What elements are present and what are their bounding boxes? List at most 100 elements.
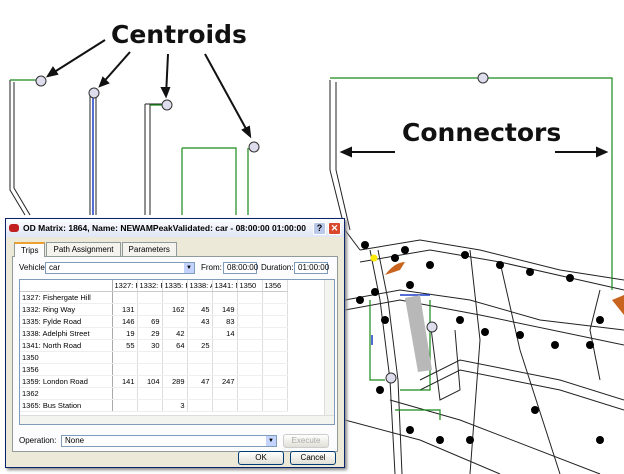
column-header[interactable]: 1350	[237, 280, 263, 292]
matrix-cell[interactable]: 289	[162, 375, 188, 388]
row-header[interactable]: 1327: Fishergate Hill	[20, 291, 113, 304]
matrix-cell[interactable]	[262, 399, 288, 412]
matrix-cell[interactable]: 141	[112, 375, 138, 388]
matrix-cell[interactable]	[237, 291, 263, 304]
matrix-cell[interactable]: 45	[187, 303, 213, 316]
vehicle-select[interactable]: car▼	[45, 261, 195, 274]
title-bar[interactable]: OD Matrix: 1864, Name: NEWAMPeakValidate…	[6, 219, 344, 237]
matrix-cell[interactable]	[187, 351, 213, 364]
matrix-cell[interactable]: 29	[137, 327, 163, 340]
matrix-cell[interactable]	[212, 339, 238, 352]
matrix-cell[interactable]	[237, 363, 263, 376]
matrix-cell[interactable]	[237, 339, 263, 352]
matrix-cell[interactable]	[137, 399, 163, 412]
from-field[interactable]: 08:00:00	[223, 261, 258, 274]
matrix-cell[interactable]	[137, 387, 163, 400]
matrix-cell[interactable]	[137, 291, 163, 304]
row-header[interactable]: 1332: Ring Way	[20, 303, 113, 316]
matrix-cell[interactable]	[112, 291, 138, 304]
matrix-cell[interactable]	[212, 363, 238, 376]
matrix-cell[interactable]	[237, 303, 263, 316]
ok-button[interactable]: OK	[238, 451, 284, 465]
matrix-cell[interactable]	[112, 363, 138, 376]
matrix-cell[interactable]	[237, 327, 263, 340]
matrix-cell[interactable]	[187, 399, 213, 412]
matrix-cell[interactable]	[162, 387, 188, 400]
help-button[interactable]: ?	[313, 221, 326, 235]
row-header[interactable]: 1338: Adelphi Street	[20, 327, 113, 340]
row-header[interactable]: 1350	[20, 351, 113, 364]
matrix-cell[interactable]	[262, 315, 288, 328]
matrix-cell[interactable]	[212, 291, 238, 304]
matrix-cell[interactable]: 146	[112, 315, 138, 328]
matrix-cell[interactable]	[187, 363, 213, 376]
tab-parameters[interactable]: Parameters	[121, 242, 177, 256]
matrix-cell[interactable]	[162, 351, 188, 364]
matrix-cell[interactable]	[262, 327, 288, 340]
matrix-cell[interactable]	[262, 375, 288, 388]
matrix-cell[interactable]: 19	[112, 327, 138, 340]
vertical-scrollbar[interactable]	[324, 280, 334, 415]
matrix-cell[interactable]	[137, 303, 163, 316]
matrix-cell[interactable]	[237, 375, 263, 388]
matrix-cell[interactable]: 69	[137, 315, 163, 328]
horizontal-scrollbar[interactable]	[20, 415, 334, 424]
matrix-cell[interactable]	[262, 351, 288, 364]
matrix-cell[interactable]	[262, 291, 288, 304]
duration-field[interactable]: 01:00:00	[294, 261, 329, 274]
row-header[interactable]: 1362	[20, 387, 113, 400]
matrix-cell[interactable]: 42	[162, 327, 188, 340]
matrix-cell[interactable]	[112, 351, 138, 364]
matrix-cell[interactable]	[212, 351, 238, 364]
matrix-cell[interactable]	[162, 363, 188, 376]
row-header[interactable]: 1365: Bus Station	[20, 399, 113, 412]
od-matrix-grid[interactable]: 1327: Fis1332: Rir1335: Fyl1338: Ad1341:…	[19, 279, 335, 425]
cancel-button[interactable]: Cancel	[290, 451, 336, 465]
matrix-cell[interactable]	[137, 351, 163, 364]
matrix-cell[interactable]	[237, 351, 263, 364]
matrix-cell[interactable]	[187, 291, 213, 304]
column-header[interactable]: 1338: Ad	[187, 280, 213, 292]
row-header[interactable]: 1359: London Road	[20, 375, 113, 388]
matrix-cell[interactable]	[212, 387, 238, 400]
tab-trips[interactable]: Trips	[14, 242, 46, 257]
matrix-cell[interactable]	[237, 387, 263, 400]
matrix-cell[interactable]: 25	[187, 339, 213, 352]
matrix-cell[interactable]: 47	[187, 375, 213, 388]
column-header[interactable]: 1332: Rir	[137, 280, 163, 292]
matrix-cell[interactable]	[262, 303, 288, 316]
matrix-cell[interactable]: 131	[112, 303, 138, 316]
column-header[interactable]: 1335: Fyl	[162, 280, 188, 292]
matrix-cell[interactable]: 55	[112, 339, 138, 352]
row-header[interactable]: 1356	[20, 363, 113, 376]
close-button[interactable]: ✕	[328, 221, 341, 235]
matrix-cell[interactable]: 43	[187, 315, 213, 328]
matrix-cell[interactable]: 30	[137, 339, 163, 352]
column-header[interactable]: 1327: Fis	[112, 280, 138, 292]
matrix-cell[interactable]	[262, 363, 288, 376]
matrix-cell[interactable]	[112, 387, 138, 400]
matrix-cell[interactable]	[162, 315, 188, 328]
matrix-cell[interactable]: 162	[162, 303, 188, 316]
matrix-cell[interactable]	[137, 363, 163, 376]
matrix-cell[interactable]	[262, 387, 288, 400]
matrix-cell[interactable]	[237, 399, 263, 412]
row-header[interactable]: 1335: Fylde Road	[20, 315, 113, 328]
matrix-cell[interactable]	[187, 327, 213, 340]
matrix-cell[interactable]: 64	[162, 339, 188, 352]
matrix-cell[interactable]	[112, 399, 138, 412]
matrix-cell[interactable]: 83	[212, 315, 238, 328]
matrix-cell[interactable]: 247	[212, 375, 238, 388]
operation-select[interactable]: None▼	[61, 434, 277, 447]
column-header[interactable]: 1356	[262, 280, 288, 292]
column-header[interactable]: 1341: No	[212, 280, 238, 292]
matrix-cell[interactable]	[162, 291, 188, 304]
matrix-cell[interactable]	[187, 387, 213, 400]
matrix-cell[interactable]: 149	[212, 303, 238, 316]
matrix-cell[interactable]: 14	[212, 327, 238, 340]
execute-button[interactable]: Execute	[283, 433, 329, 448]
row-header[interactable]: 1341: North Road	[20, 339, 113, 352]
matrix-cell[interactable]	[262, 339, 288, 352]
matrix-cell[interactable]: 3	[162, 399, 188, 412]
